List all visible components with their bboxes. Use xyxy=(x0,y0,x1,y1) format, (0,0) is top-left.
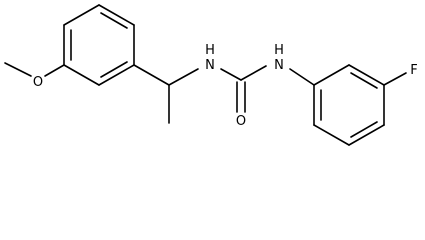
methoxy-oxygen-label: O xyxy=(33,75,43,90)
bond xyxy=(168,68,199,86)
bond xyxy=(98,64,135,86)
double-bond-inner xyxy=(100,12,128,29)
carbonyl-oxygen-label: O xyxy=(236,114,246,129)
methoxyphenyl-ring xyxy=(63,4,135,86)
right-nh-hydrogen-label: H xyxy=(274,43,284,58)
urea-carbonyl: O xyxy=(220,65,267,129)
double-bond-inner xyxy=(350,72,378,89)
fluorine-label: F xyxy=(410,63,417,78)
bond xyxy=(348,124,385,146)
left-nh: H N xyxy=(205,43,215,73)
fluorine-substituent: F xyxy=(383,63,418,86)
ethyl-linker xyxy=(133,64,199,124)
methoxy-group: O xyxy=(4,62,65,90)
left-nh-nitrogen-label: N xyxy=(205,58,215,73)
bond xyxy=(348,64,385,86)
bond xyxy=(44,64,65,77)
molecule-structure: O H N O H N F xyxy=(4,4,418,146)
bond xyxy=(313,64,350,86)
bond xyxy=(220,68,242,81)
double-bond-inner xyxy=(100,61,128,78)
bond xyxy=(4,62,32,77)
structure-canvas: O H N O H N F xyxy=(4,4,418,146)
fluorophenyl-ring xyxy=(313,64,385,146)
double-bond-inner xyxy=(350,121,378,138)
bond xyxy=(63,4,100,26)
right-nh: H N xyxy=(274,43,315,86)
bond xyxy=(383,72,407,86)
left-nh-hydrogen-label: H xyxy=(205,43,215,58)
bond xyxy=(289,68,315,86)
bond xyxy=(313,124,350,146)
bond xyxy=(63,64,100,86)
bond xyxy=(240,65,267,81)
right-nh-nitrogen-label: N xyxy=(274,58,284,73)
bond xyxy=(133,64,170,86)
bond xyxy=(98,4,135,26)
